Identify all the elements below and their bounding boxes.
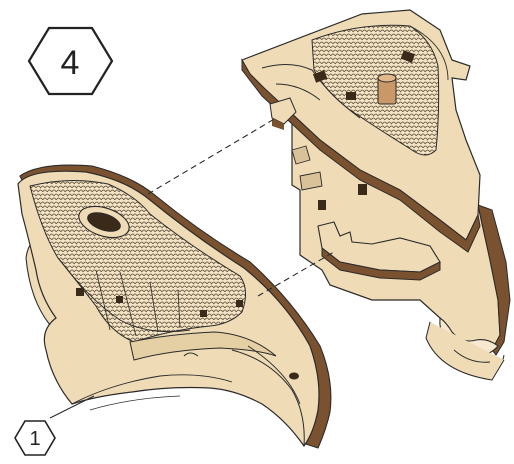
- peg: [378, 74, 396, 104]
- head-side-part: [18, 165, 331, 448]
- part-number: 1: [29, 428, 40, 450]
- step-number: 4: [61, 44, 80, 82]
- step-badge: 4: [29, 28, 112, 94]
- part-callout: 1: [15, 396, 94, 455]
